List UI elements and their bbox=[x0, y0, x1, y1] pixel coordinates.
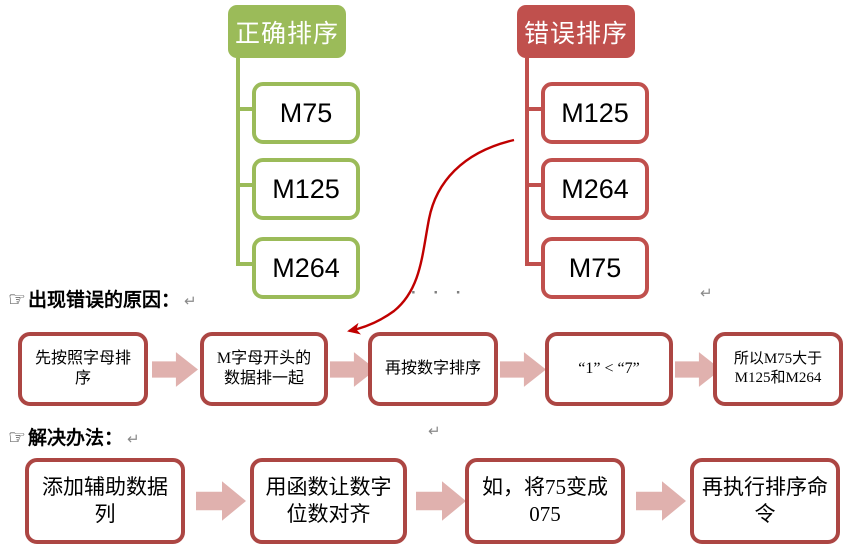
flow-arrow-icon bbox=[500, 352, 546, 387]
correct-tree-branch bbox=[236, 183, 253, 187]
reason-label-text: 出现错误的原因： bbox=[27, 290, 180, 311]
flow-arrow-icon bbox=[416, 481, 466, 521]
solution-section-label: ☞解决办法：↵ bbox=[8, 423, 140, 450]
solution-step-3: 如，将75变成075 bbox=[465, 458, 625, 544]
paragraph-mark: ↵ bbox=[428, 423, 441, 440]
wrong-tree-branch bbox=[525, 183, 542, 187]
reason-step-5: 所以M75大于M125和M264 bbox=[713, 332, 843, 406]
paragraph-mark: ↵ bbox=[183, 293, 197, 310]
flow-arrow-icon bbox=[196, 481, 246, 521]
solution-step-2: 用函数让数字位数对齐 bbox=[250, 458, 407, 544]
flow-arrow-icon bbox=[636, 481, 686, 521]
flow-arrow-icon bbox=[152, 352, 198, 387]
reason-section-label: ☞出现错误的原因：↵ bbox=[8, 285, 197, 312]
correct-sort-header: 正确排序 bbox=[228, 5, 346, 58]
wrong-item-2: M264 bbox=[541, 158, 649, 220]
solution-step-1: 添加辅助数据列 bbox=[25, 458, 185, 544]
wrong-sort-header: 错误排序 bbox=[517, 5, 635, 58]
wrong-tree-branch bbox=[525, 262, 542, 266]
reason-step-3: 再按数字排序 bbox=[368, 332, 498, 406]
reason-step-4: “1” < “7” bbox=[545, 332, 673, 406]
wrong-item-1: M125 bbox=[541, 82, 649, 144]
ellipsis-mark: · · · bbox=[411, 283, 468, 302]
wrong-tree-connector-line bbox=[525, 58, 529, 266]
pointing-hand-icon: ☞ bbox=[8, 427, 26, 449]
correct-tree-connector-line bbox=[236, 58, 240, 266]
solution-step-4: 再执行排序命令 bbox=[690, 458, 840, 544]
correct-item-3: M264 bbox=[252, 237, 360, 299]
correct-tree-branch bbox=[236, 107, 253, 111]
pointing-hand-icon: ☞ bbox=[8, 289, 26, 311]
correct-item-2: M125 bbox=[252, 158, 360, 220]
wrong-tree-branch bbox=[525, 107, 542, 111]
solution-label-text: 解决办法： bbox=[27, 428, 123, 449]
reason-step-1: 先按照字母排序 bbox=[18, 332, 148, 406]
paragraph-mark: ↵ bbox=[126, 431, 140, 448]
wrong-item-3: M75 bbox=[541, 237, 649, 299]
paragraph-mark: ↵ bbox=[700, 285, 713, 302]
correct-item-1: M75 bbox=[252, 82, 360, 144]
correct-tree-branch bbox=[236, 262, 253, 266]
reason-step-2: M字母开头的数据排一起 bbox=[200, 332, 328, 406]
